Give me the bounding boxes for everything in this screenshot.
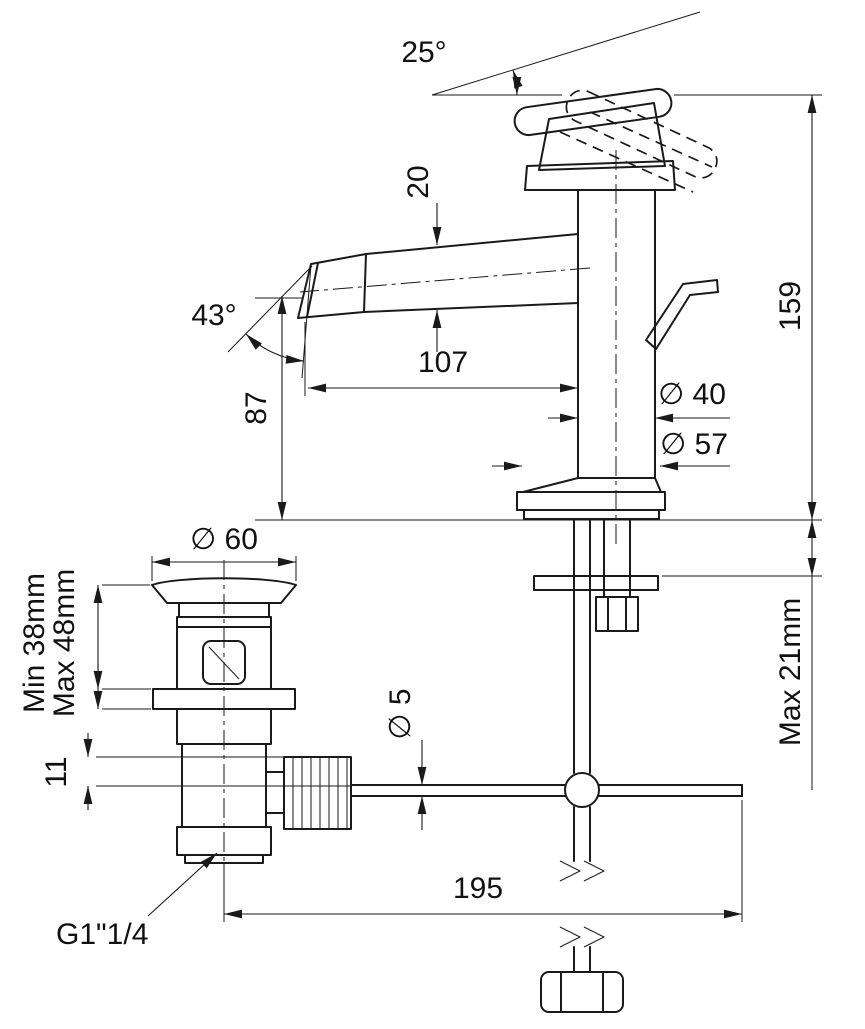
dim-arc-43 <box>245 333 305 364</box>
dim-label-deck-thickness: Max 21mm <box>774 598 807 746</box>
side-lever <box>645 279 719 350</box>
break-symbol <box>583 926 606 948</box>
mounting-hardware <box>533 519 659 632</box>
dim-label-spout-section: 20 <box>402 165 435 198</box>
mixer-handle <box>513 87 718 193</box>
rod-clamp-link <box>265 771 285 814</box>
dim-label-rod-diameter: ∅ 5 <box>384 688 417 739</box>
dim-label-waste-thread: G1"1/4 <box>56 918 148 951</box>
dim-label-clamp-offset: 11 <box>40 756 73 787</box>
dim-label-handle-angle: 25° <box>401 36 446 69</box>
waste-flange <box>151 577 297 604</box>
dim-label-spout-height: 87 <box>240 391 273 424</box>
dim-label-base-diameter: ∅ 57 <box>660 428 728 461</box>
spout <box>297 233 579 319</box>
pull-rod-linkage <box>350 519 743 1013</box>
break-symbol <box>583 860 606 882</box>
break-symbol <box>559 860 582 882</box>
leader-thread <box>147 852 218 917</box>
extension-lines <box>96 11 822 922</box>
dim-label-waste-flange-diameter: ∅ 60 <box>190 523 258 556</box>
dim-label-overall-height: 159 <box>774 281 807 331</box>
break-symbol <box>559 926 582 948</box>
mounting-nut <box>595 596 639 632</box>
rod-ball-joint <box>564 772 600 808</box>
overflow-window <box>202 640 246 685</box>
pop-up-waste <box>151 577 352 864</box>
dim-label-body-diameter: ∅ 40 <box>658 378 726 411</box>
dim-label-spout-reach: 107 <box>418 346 468 379</box>
rod-clamp-nut <box>283 756 352 830</box>
dimension-lines <box>83 69 817 919</box>
dimension-texts: 25° 20 43° 107 87 159 ∅ 40 ∅ 57 ∅ 60 Min… <box>18 36 807 951</box>
dim-label-waste-max: Max 48mm <box>48 569 81 717</box>
base-flange <box>516 477 666 520</box>
dim-label-rod-length: 195 <box>453 872 503 905</box>
dim-label-spout-angle: 43° <box>191 299 236 332</box>
mounting-bracket <box>533 575 659 591</box>
dim-arc-25 <box>512 69 523 96</box>
centerlines <box>223 150 617 872</box>
pull-rod-knob <box>540 971 624 1013</box>
dim-label-waste-min: Min 38mm <box>18 573 51 713</box>
